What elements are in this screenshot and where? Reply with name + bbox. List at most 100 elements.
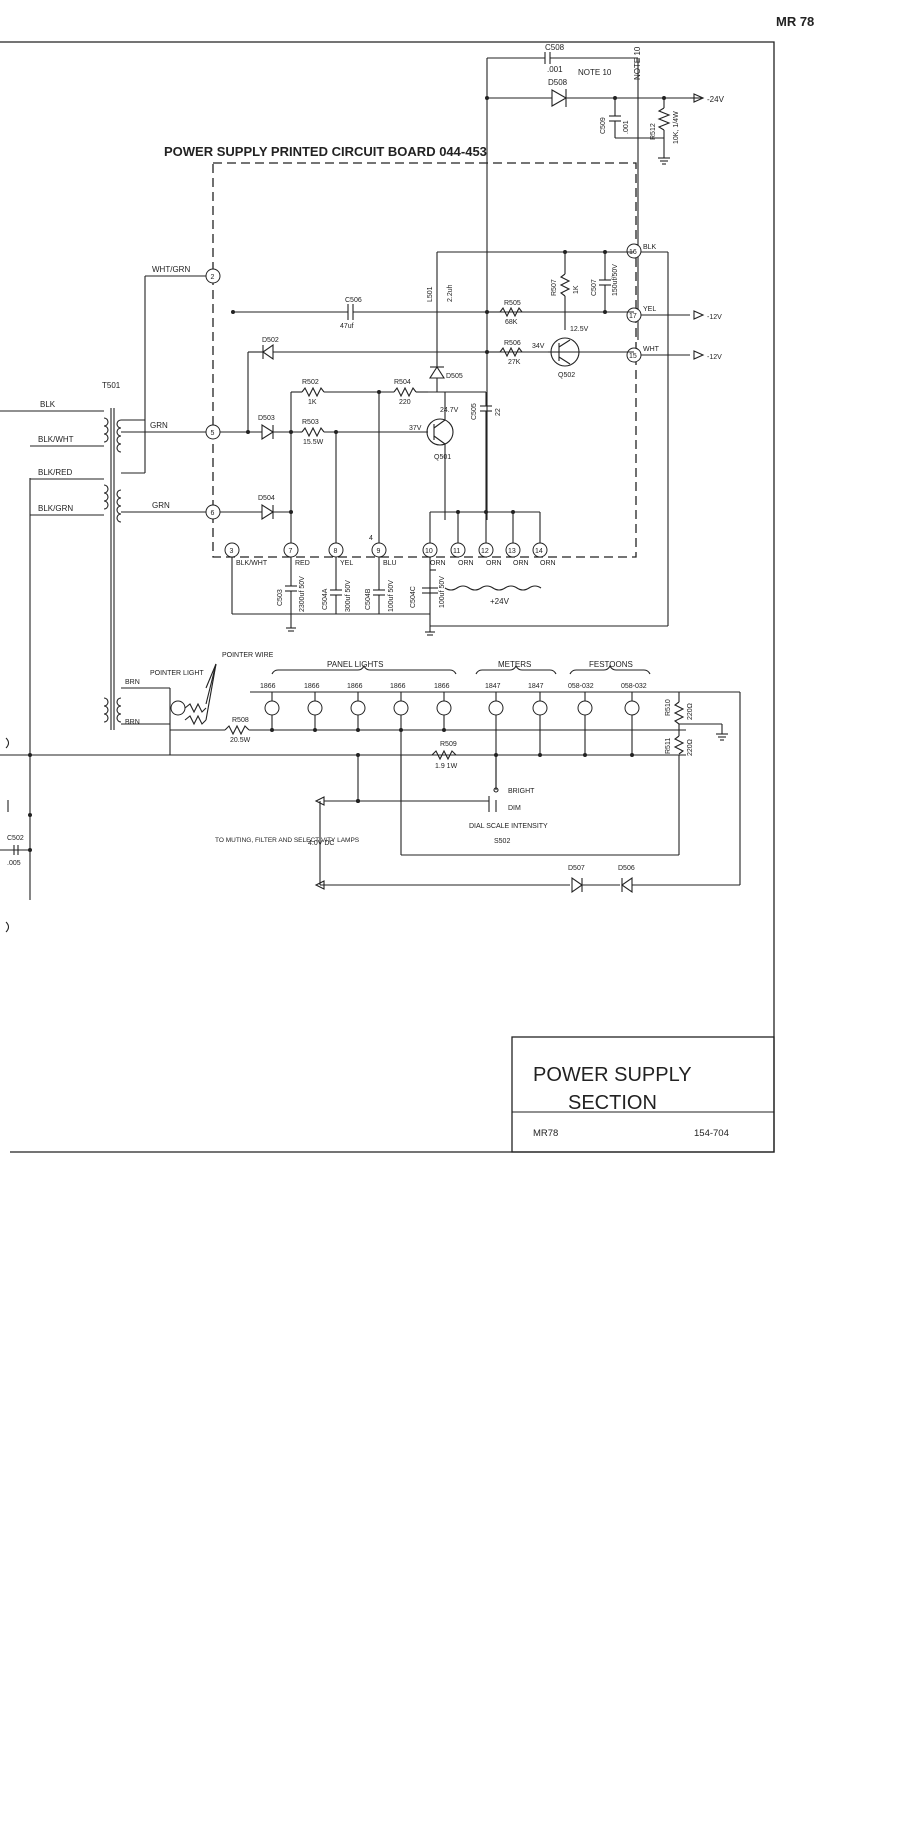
top-output-section: C508 .001 NOTE 10 NOTE 10 D508 -24V C509… (485, 43, 725, 520)
d506-ref: D506 (618, 865, 635, 872)
d502-ref: D502 (262, 337, 279, 344)
brn-2: BRN (125, 719, 140, 726)
pointer-wire-label: POINTER WIRE (222, 652, 274, 659)
lamp-panel-3 (350, 692, 366, 730)
r507-ref: R507 (551, 279, 558, 296)
r502-value: 1K (308, 399, 317, 406)
r510-value: 220Ω (687, 703, 694, 720)
terminal-2 (205, 268, 221, 284)
wc-orn-14: ORN (540, 560, 556, 567)
lamp-panel-1 (264, 692, 280, 730)
lamp-festoon-2 (624, 692, 640, 755)
lamp-panel-4-type: 1866 (390, 683, 406, 690)
title-part-no: 154-704 (694, 1128, 729, 1139)
terminal-10-label: 10 (425, 548, 433, 555)
c504b-ref: C504B (365, 588, 372, 610)
wc-orn-11: ORN (458, 560, 474, 567)
c506-ref: C506 (345, 297, 362, 304)
r505-value: 68K (505, 319, 518, 326)
wc-blk-wht: BLK/WHT (236, 560, 268, 567)
wire-grn-b: GRN (152, 501, 170, 510)
c504a-ref: C504A (322, 588, 329, 610)
d503-ref: D503 (258, 415, 275, 422)
terminal-wire-colors: BLK/WHT RED YEL BLU ORN ORN ORN ORN ORN … (236, 244, 660, 567)
wc-yel-out: YEL (643, 306, 656, 313)
r506-value: 27K (508, 359, 521, 366)
terminal-6-label: 6 (211, 510, 215, 517)
note-10-vertical: NOTE 10 (633, 46, 642, 80)
wc-wht-out: WHT (643, 346, 660, 353)
terminal-7-label: 7 (289, 548, 293, 555)
note-10-label: NOTE 10 (578, 68, 612, 77)
r508-ref: R508 (232, 717, 249, 724)
lamp-section: BRN BRN POINTER LIGHT POINTER WIRE R508 … (30, 652, 741, 894)
r511-value: 220Ω (687, 739, 694, 756)
r509-ref: R509 (440, 741, 457, 748)
q502-base-v: 34V (532, 343, 545, 350)
terminal-8-label: 8 (334, 548, 338, 555)
terminal-11-label: 11 (453, 548, 460, 555)
r510-ref: R510 (665, 699, 672, 716)
d508-ref: D508 (548, 78, 568, 87)
q502-ref: Q502 (558, 372, 575, 379)
wc-orn-13: ORN (513, 560, 529, 567)
wire-blk-grn: BLK/GRN (38, 504, 73, 513)
terminal-14-label: 14 (535, 548, 543, 555)
wc-orn-10: ORN (430, 560, 446, 567)
lamp-panel-3-type: 1866 (347, 683, 363, 690)
c504c-ref: C504C (410, 586, 417, 608)
wc-blu: BLU (383, 560, 397, 567)
dial-scale-label: DIAL SCALE INTENSITY (469, 823, 548, 830)
wire-blk-wht: BLK/WHT (38, 435, 74, 444)
r506-ref: R506 (504, 340, 521, 347)
c505-ref: C505 (471, 403, 478, 420)
c507-ref: C507 (591, 279, 598, 296)
lamp-panel-2-type: 1866 (304, 683, 320, 690)
lamp-festoon-2-type: 058-032 (621, 683, 647, 690)
lamps-note: TO MUTING, FILTER AND SELECTIVITY LAMPS (215, 837, 360, 844)
lamp-panel-1-type: 1866 (260, 683, 276, 690)
out-minus12-wht: -12V (707, 354, 722, 361)
lamps-dc-voltage: 4.0V DC (308, 840, 334, 847)
q501-collector-v: 24.7V (440, 407, 459, 414)
l501-value: 2.2uh (447, 284, 454, 302)
lamp-panel-5 (436, 692, 452, 730)
wire-wht-grn: WHT/GRN (152, 265, 190, 274)
terminal-2-label: 2 (211, 274, 215, 281)
lamp-festoon-1 (577, 692, 593, 755)
r509-value: 1.9 1W (435, 763, 458, 770)
lamp-panel-2 (307, 692, 323, 730)
board-wiring: C506 47uf D502 D503 D504 R502 1K (220, 250, 722, 636)
terminal-13-label: 13 (508, 548, 516, 555)
q502-collector-v: 12.5V (570, 326, 589, 333)
terminal-5-label: 5 (211, 430, 215, 437)
c504a-value: 300uf 50V (345, 580, 352, 612)
wc-blk: BLK (643, 244, 657, 251)
pointer-lamp (170, 700, 186, 716)
pointer-light-label: POINTER LIGHT (150, 670, 204, 677)
r502-ref: R502 (302, 379, 319, 386)
r511-ref: R511 (665, 738, 672, 754)
out-minus24: -24V (707, 95, 725, 104)
c509-value: .001 (623, 120, 630, 134)
board-title: POWER SUPPLY PRINTED CIRCUIT BOARD 044-4… (164, 144, 487, 159)
c504b-value: 100uf 50V (388, 580, 395, 612)
brn-1: BRN (125, 679, 140, 686)
d507-ref: D507 (568, 865, 585, 872)
d505-ref: D505 (446, 373, 463, 380)
wc-red: RED (295, 560, 310, 567)
terminal-17-label: 17 (629, 313, 637, 320)
terminal-4-label: 4 (369, 535, 373, 542)
c509-ref: C509 (600, 117, 607, 134)
lamp-meter-2 (532, 692, 548, 755)
wire-grn-a: GRN (150, 421, 168, 430)
r507-value: 1K (573, 285, 580, 294)
secondary-wiring: WHT/GRN GRN GRN (121, 265, 206, 513)
transformer-t501: T501 BLK BLK/WHT BLK/RED BLK/GRN (0, 381, 122, 730)
c503-value: 2300uf 50V (299, 576, 306, 612)
pcb-outline (212, 162, 637, 558)
q501-symbol (426, 418, 454, 446)
terminal-3-label: 3 (230, 548, 234, 555)
r512-ref: R512 (650, 123, 657, 140)
